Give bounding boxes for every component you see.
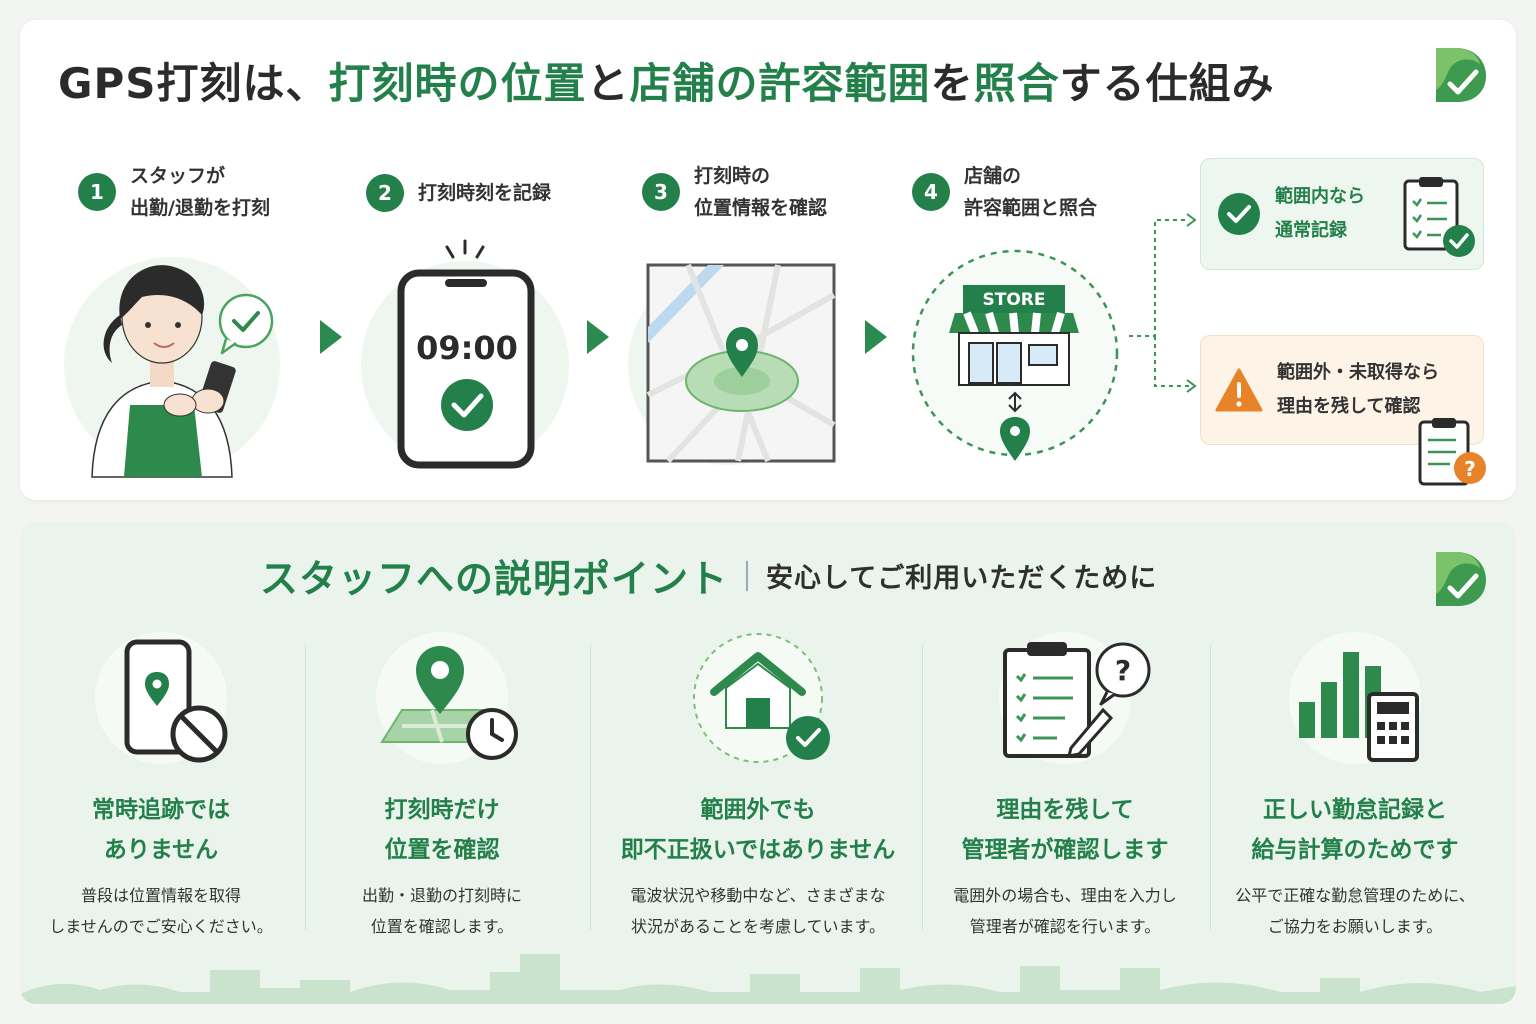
point-desc: しませんのでご安心ください。 bbox=[49, 917, 273, 936]
title-part-highlight: 照合 bbox=[973, 59, 1060, 108]
point-title: 正しい勤怠記録と bbox=[1263, 797, 1447, 823]
section-title: スタッフへの説明ポイント bbox=[260, 557, 729, 601]
warning-triangle-icon bbox=[1215, 368, 1263, 412]
check-circle-icon bbox=[1218, 193, 1260, 235]
step-label: 打刻時の bbox=[694, 165, 771, 187]
point-no-constant-tracking: 常時追跡ではありません 普段は位置情報を取得しませんのでご安心ください。 bbox=[16, 630, 306, 942]
clipboard-question-small-icon: ? bbox=[1418, 418, 1486, 486]
point-desc: 管理者が確認を行います。 bbox=[969, 917, 1161, 936]
step-label: スタッフが bbox=[130, 165, 226, 187]
point-title: 範囲外でも bbox=[700, 797, 816, 823]
point-clock-in-only: 打刻時だけ位置を確認 出勤・退勤の打刻時に位置を確認します。 bbox=[297, 630, 587, 942]
point-accurate-records: 正しい勤怠記録と給与計算のためです 公平で正確な勤怠管理のために、ご協力をお願い… bbox=[1210, 630, 1500, 942]
phone-time-text: 09:00 bbox=[416, 329, 518, 367]
phone-time-illustration: 09:00 bbox=[361, 239, 569, 469]
title-part: を bbox=[930, 59, 974, 108]
point-desc: ご協力をお願いします。 bbox=[1267, 917, 1443, 936]
step-number: 2 bbox=[366, 174, 404, 212]
branch-connector bbox=[1129, 213, 1197, 393]
point-manager-review: ? 理由を残して管理者が確認します 電囲外の場合も、理由を入力し管理者が確認を行… bbox=[920, 630, 1210, 942]
title-part-highlight: 店舗の許容範囲 bbox=[629, 59, 931, 108]
point-title: 理由を残して bbox=[996, 797, 1134, 823]
clipboard-check-icon bbox=[1403, 177, 1475, 257]
result-label: 通常記録 bbox=[1275, 220, 1347, 241]
svg-text:?: ? bbox=[1115, 654, 1131, 687]
point-desc: 電波状況や移動中など、さまざまな bbox=[630, 886, 886, 905]
page-title: GPS打刻は、打刻時の位置と店舗の許容範囲を照合する仕組み bbox=[58, 50, 1275, 111]
home-check-icon bbox=[693, 633, 830, 763]
title-part: する仕組み bbox=[1059, 59, 1275, 108]
column-divider bbox=[922, 645, 923, 930]
city-skyline-decoration bbox=[20, 954, 1516, 1004]
point-desc: 位置を確認します。 bbox=[370, 917, 514, 936]
result-label: 理由を残して確認 bbox=[1277, 396, 1421, 417]
svg-text:?: ? bbox=[1464, 457, 1476, 481]
staff-with-phone-illustration bbox=[64, 257, 280, 478]
step-2: 2 打刻時刻を記録 bbox=[366, 174, 551, 212]
column-divider bbox=[305, 645, 306, 930]
column-divider bbox=[1210, 645, 1211, 930]
step-3: 3 打刻時の位置情報を確認 bbox=[642, 160, 827, 224]
point-not-fraud: 範囲外でも即不正扱いではありません 電波状況や移動中など、さまざまな状況があるこ… bbox=[612, 630, 904, 942]
point-desc: 状況があることを考慮しています。 bbox=[631, 917, 885, 936]
map-location-illustration bbox=[628, 263, 836, 465]
result-in-range: 範囲内なら通常記録 bbox=[1200, 158, 1484, 270]
point-title: 管理者が確認します bbox=[961, 837, 1169, 863]
point-desc: 出勤・退勤の打刻時に bbox=[361, 886, 522, 905]
flow-arrow-icon bbox=[320, 320, 342, 354]
title-part: と bbox=[586, 59, 630, 108]
clipboard-question-icon: ? bbox=[999, 632, 1151, 764]
chart-calculator-icon bbox=[1289, 632, 1421, 764]
brand-logo-icon bbox=[1436, 552, 1486, 606]
result-label: 範囲外・未取得なら bbox=[1277, 362, 1439, 383]
section-subtitle: 安心してご利用いただくために bbox=[766, 563, 1158, 594]
point-title: 打刻時だけ bbox=[384, 797, 500, 823]
point-desc: 電囲外の場合も、理由を入力し bbox=[953, 886, 1177, 905]
point-title: 給与計算のためです bbox=[1251, 837, 1459, 863]
point-title: 常時追跡では bbox=[92, 797, 230, 823]
step-4: 4 店舗の許容範囲と照合 bbox=[912, 160, 1097, 224]
step-label: 店舗の bbox=[964, 165, 1022, 187]
point-desc: 公平で正確な勤怠管理のために、 bbox=[1235, 886, 1475, 905]
step-label: 許容範囲と照合 bbox=[964, 197, 1098, 219]
step-number: 4 bbox=[912, 173, 950, 211]
heading-divider bbox=[746, 560, 749, 591]
explanation-panel bbox=[20, 522, 1516, 1004]
phone-no-tracking-icon bbox=[95, 632, 228, 764]
step-number: 3 bbox=[642, 173, 680, 211]
brand-logo-icon bbox=[1436, 48, 1486, 102]
step-number: 1 bbox=[78, 173, 116, 211]
point-desc: 普段は位置情報を取得 bbox=[80, 886, 241, 905]
section-heading: スタッフへの説明ポイント 安心してご利用いただくために bbox=[260, 548, 1157, 603]
column-divider bbox=[590, 645, 591, 930]
step-label: 打刻時刻を記録 bbox=[418, 182, 552, 204]
step-1: 1 スタッフが出勤/退勤を打刻 bbox=[78, 160, 270, 224]
point-title: 即不正扱いではありません bbox=[620, 837, 896, 863]
flow-arrow-icon bbox=[865, 320, 887, 354]
step-label: 出勤/退勤を打刻 bbox=[130, 197, 270, 219]
step-label: 位置情報を確認 bbox=[694, 197, 828, 219]
flow-arrow-icon bbox=[587, 320, 609, 354]
result-label: 範囲内なら bbox=[1275, 186, 1365, 207]
title-part-highlight: 打刻時の位置 bbox=[328, 59, 587, 108]
store-range-illustration: STORE bbox=[911, 249, 1119, 461]
title-part: GPS打刻は、 bbox=[58, 59, 329, 108]
store-sign-text: STORE bbox=[983, 290, 1046, 310]
point-title: ありません bbox=[103, 837, 219, 863]
map-pin-clock-icon bbox=[376, 632, 518, 764]
point-title: 位置を確認 bbox=[384, 837, 500, 863]
